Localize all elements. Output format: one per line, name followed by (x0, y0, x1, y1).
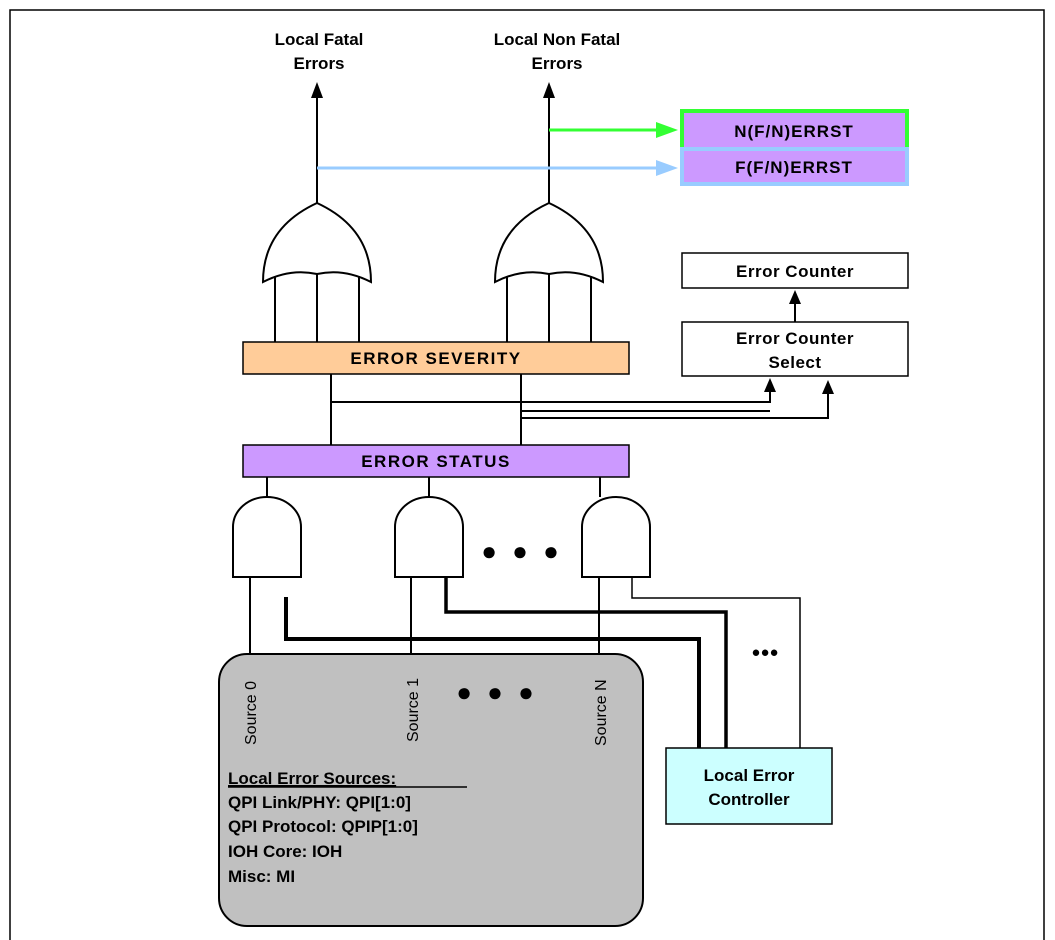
counter-select-feed-2-arrowhead (822, 380, 834, 394)
gates-ellipsis: ● ● ● (481, 536, 563, 566)
and-gate-1 (394, 496, 464, 578)
error-severity-bar (242, 341, 630, 375)
nonfatal-label-line2: Errors (531, 54, 582, 73)
error-status-bar (242, 444, 630, 478)
sources-ellipsis: ● ● ● (456, 677, 538, 707)
sources-item-3: Misc: MI (228, 867, 295, 886)
error-counter-select-box (681, 321, 909, 377)
fferrst-register (680, 147, 909, 186)
mask-wire-0 (284, 597, 701, 748)
counter-select-feed-2 (521, 392, 829, 419)
counter-link-arrowhead (789, 290, 801, 304)
nonfatal-or-gate (493, 201, 605, 284)
page-frame (9, 9, 1045, 940)
nferrst-register (680, 109, 909, 151)
sources-item-2: IOH Core: IOH (228, 842, 342, 861)
error-status-label: ERROR STATUS (361, 452, 511, 471)
nonfatal-output-arrowhead (543, 82, 555, 98)
controller-label-line2: Controller (708, 790, 790, 809)
fatal-label-line1: Local Fatal (275, 30, 364, 49)
blue-arrowhead (656, 160, 678, 176)
counter-select-feed-1 (331, 390, 771, 403)
error-counter-box (681, 252, 909, 289)
and-gate-n (581, 496, 651, 578)
and-gate-0 (232, 496, 302, 578)
mask-ellipsis: ●●● (751, 644, 778, 661)
nferrst-label: N(F/N)ERRST (734, 122, 854, 141)
fferrst-label: F(F/N)ERRST (735, 158, 853, 177)
sources-item-1: QPI Protocol: QPIP[1:0] (228, 817, 418, 836)
sources-item-0: QPI Link/PHY: QPI[1:0] (228, 793, 411, 812)
source0-label: Source 0 (243, 681, 260, 745)
fatal-or-gate (261, 201, 373, 284)
controller-label-line1: Local Error (704, 766, 795, 785)
error-counter-select-line2: Select (768, 353, 821, 372)
mask-wire-n (631, 577, 801, 748)
error-counter-label: Error Counter (736, 262, 854, 281)
error-counter-select-line1: Error Counter (736, 329, 854, 348)
sourceN-label: Source N (593, 679, 610, 746)
local-error-sources-block (218, 653, 644, 927)
local-error-controller (665, 747, 833, 825)
source1-label: Source 1 (405, 678, 422, 742)
fatal-output-arrowhead (311, 82, 323, 98)
counter-select-feed-1-arrowhead (764, 378, 776, 392)
mask-wire-1 (444, 577, 728, 748)
green-arrowhead (656, 122, 678, 138)
nonfatal-label-line1: Local Non Fatal (494, 30, 621, 49)
error-severity-label: ERROR SEVERITY (350, 349, 521, 368)
fatal-label-line2: Errors (293, 54, 344, 73)
sources-heading: Local Error Sources: (228, 769, 396, 788)
